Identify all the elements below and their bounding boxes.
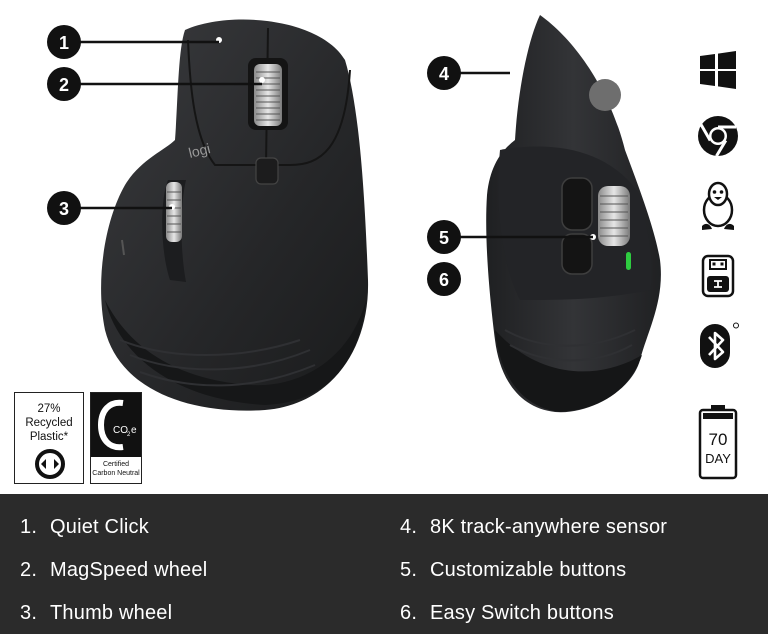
callout-2: 2 (47, 67, 81, 101)
windows-icon (688, 50, 748, 90)
bluetooth-icon (688, 322, 748, 370)
recycled-line-1: 27% (37, 403, 61, 415)
callout-3: 3 (47, 191, 81, 225)
mode-shift-button (255, 157, 279, 185)
recycled-line-2: Recycled (25, 417, 73, 429)
chrome-icon (688, 114, 748, 158)
svg-text:DAY: DAY (705, 451, 731, 466)
carbon-c-icon: CO 2 e (97, 399, 137, 451)
certified-line-1: Certified (102, 461, 130, 468)
svg-text:6: 6 (439, 270, 449, 290)
forward-button (561, 177, 593, 231)
side-scroll-edge (589, 79, 621, 111)
back-button (561, 233, 593, 275)
thumb-wheel (166, 182, 182, 242)
callout-2-dot (259, 77, 265, 83)
svg-text:5: 5 (439, 228, 449, 248)
callout-1: 1 (47, 25, 81, 59)
side-thumb-wheel (598, 186, 630, 246)
mouse-body (101, 19, 369, 411)
mouse-top-view: logi (101, 19, 369, 411)
feature-legend: 1.Quiet Click 2.MagSpeed wheel 3.Thumb w… (0, 494, 768, 634)
linux-icon (688, 180, 748, 232)
battery-icon: 70 DAY (688, 404, 748, 480)
recycled-line-3: Plastic* (29, 431, 69, 443)
legend-item-5: 5.Customizable buttons (400, 559, 627, 581)
svg-text:70: 70 (709, 430, 728, 449)
callout-6: 6 (427, 262, 461, 296)
mouse-logo: logi (187, 140, 212, 161)
legend-item-2: 2.MagSpeed wheel (20, 559, 208, 581)
usb-receiver-icon (688, 254, 748, 298)
callout-4: 4 (427, 56, 461, 90)
callout-5: 5 (427, 220, 461, 254)
svg-text:e: e (131, 425, 137, 436)
carbon-neutral-badge: CO 2 e Certified Carbon Neutral (90, 392, 142, 484)
svg-text:4: 4 (439, 64, 449, 84)
svg-text:2: 2 (127, 432, 131, 438)
certified-line-2: Carbon Neutral (92, 470, 140, 477)
recycle-icon (35, 449, 65, 479)
product-image-area: logi (14, 15, 748, 484)
svg-text:3: 3 (59, 199, 69, 219)
legend-item-6: 6.Easy Switch buttons (400, 602, 614, 624)
svg-text:2: 2 (59, 75, 69, 95)
magspeed-wheel (254, 64, 282, 126)
mouse-side-view (486, 15, 661, 413)
legend-item-4: 4.8K track-anywhere sensor (400, 516, 668, 538)
mouse-grip-shadow (105, 300, 366, 405)
recycled-plastic-badge: 27% Recycled Plastic* (14, 392, 84, 484)
legend-item-1: 1.Quiet Click (20, 516, 149, 538)
co2-label-block: CO 2 e (91, 393, 141, 457)
mouse-illustrations: logi (47, 15, 661, 413)
svg-text:CO: CO (113, 425, 128, 436)
legend-item-3: 3.Thumb wheel (20, 602, 173, 624)
status-led (626, 252, 631, 270)
svg-text:1: 1 (59, 33, 69, 53)
